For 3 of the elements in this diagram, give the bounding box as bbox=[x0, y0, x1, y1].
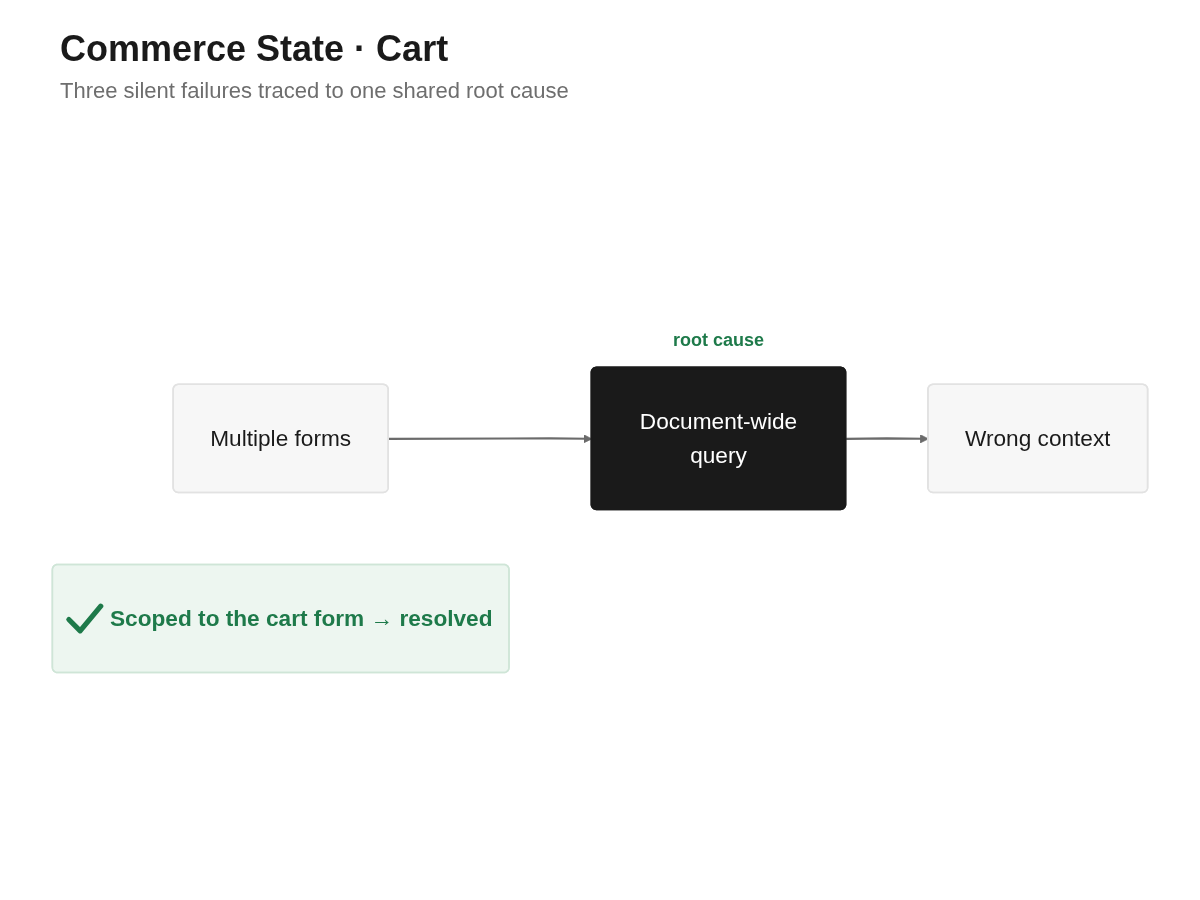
node-caption: root cause bbox=[672, 329, 764, 352]
diagram-subtitle: Three silent failures traced to one shared root cause bbox=[60, 78, 569, 104]
diagram-title: Commerce State · Cart bbox=[60, 28, 449, 70]
